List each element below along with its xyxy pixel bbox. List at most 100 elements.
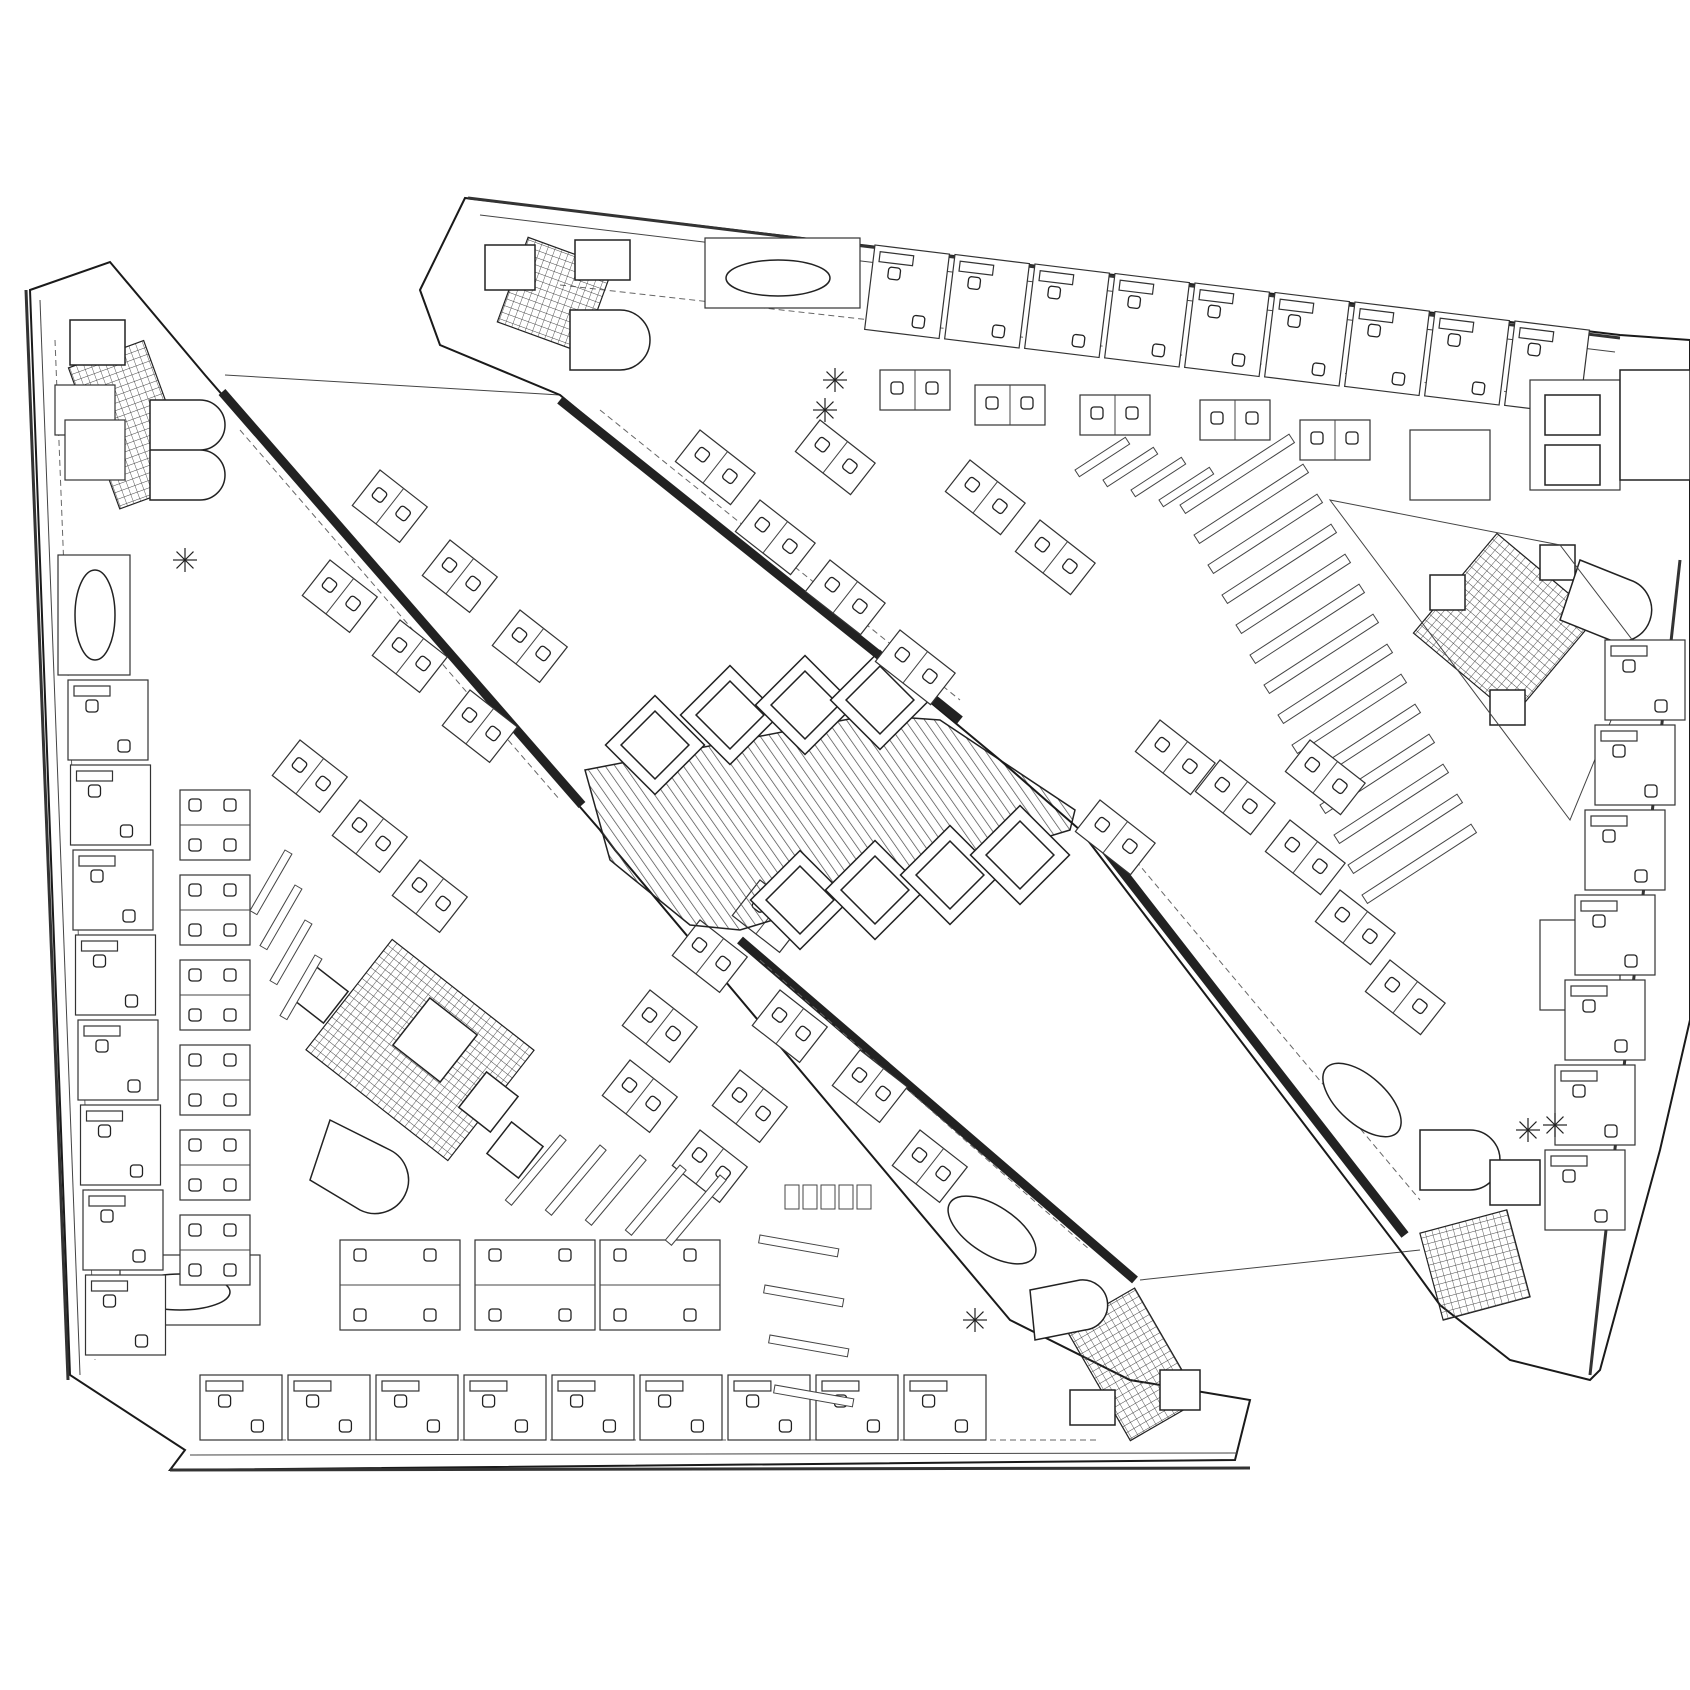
office-desk xyxy=(1278,298,1315,314)
cluster-divider xyxy=(902,651,928,684)
chair xyxy=(1345,431,1359,445)
cluster-divider xyxy=(1392,981,1418,1014)
workstation-cluster xyxy=(804,559,887,636)
workstation-cluster xyxy=(974,384,1046,426)
west-central-stair xyxy=(309,1118,410,1215)
workstation-cluster xyxy=(794,419,877,496)
plant-leaf xyxy=(834,379,844,389)
workstation-cluster xyxy=(441,689,519,764)
office xyxy=(1103,272,1191,368)
chair xyxy=(223,883,237,897)
shelf-unit xyxy=(624,1164,687,1236)
workstation-cluster xyxy=(1299,419,1371,461)
chair xyxy=(1334,906,1351,923)
ne-elevator-block xyxy=(1529,369,1690,491)
west-facade-inner xyxy=(39,299,81,1376)
chair xyxy=(1020,396,1034,410)
office-desk xyxy=(1518,327,1555,343)
chair xyxy=(1125,406,1139,420)
chair xyxy=(423,1308,437,1322)
chair xyxy=(922,668,938,685)
cluster-divider xyxy=(295,758,325,795)
workstation-cluster xyxy=(391,859,469,934)
chair xyxy=(1612,744,1626,758)
office-desk xyxy=(83,1025,121,1037)
workstation-cluster xyxy=(1284,739,1367,816)
cluster-divider xyxy=(822,441,848,474)
workstation-cluster xyxy=(421,539,499,614)
chair xyxy=(1391,371,1406,386)
skylight xyxy=(754,654,856,756)
northeast-wing xyxy=(418,196,1690,1382)
workstation-cluster xyxy=(331,799,409,874)
chair xyxy=(1047,285,1062,300)
shelf-unit xyxy=(758,1234,840,1258)
office xyxy=(727,1374,811,1441)
chair xyxy=(223,1008,237,1022)
chair xyxy=(925,381,939,395)
chair xyxy=(485,725,502,742)
chair xyxy=(223,923,237,937)
chair xyxy=(1384,976,1401,993)
chair xyxy=(415,655,432,672)
office-room xyxy=(1263,291,1351,387)
cluster-divider xyxy=(375,488,405,525)
chair xyxy=(1312,858,1328,875)
office xyxy=(1023,263,1111,359)
office-desk xyxy=(1590,815,1628,827)
cluster-divider xyxy=(1042,541,1068,574)
chair xyxy=(223,968,237,982)
chair xyxy=(1284,836,1301,853)
chair xyxy=(992,498,1008,515)
nw-service-room-2 xyxy=(64,419,126,481)
cluster-divider xyxy=(1222,781,1248,814)
office-desk xyxy=(75,770,114,782)
cluster-divider xyxy=(465,708,495,745)
office-desk xyxy=(1600,730,1638,742)
atrium-dash-line-1 xyxy=(239,429,561,801)
office-desk xyxy=(878,251,915,267)
workstation-cluster xyxy=(351,469,429,544)
chair xyxy=(223,1053,237,1067)
chair xyxy=(223,1223,237,1237)
office-desk xyxy=(88,1195,126,1207)
chair xyxy=(1582,999,1596,1013)
office xyxy=(943,253,1031,349)
skylight-glass xyxy=(694,679,766,751)
office xyxy=(1183,282,1271,378)
workstation-cluster xyxy=(944,459,1027,536)
chair xyxy=(1614,1039,1628,1053)
plant-leaf xyxy=(1527,1121,1537,1131)
cluster-divider xyxy=(395,638,425,675)
chair xyxy=(87,784,102,798)
chair xyxy=(1182,758,1198,775)
chair xyxy=(1242,798,1258,815)
office xyxy=(1544,1149,1626,1231)
chair xyxy=(1572,1084,1586,1098)
skylight xyxy=(824,839,926,941)
shelf-unit xyxy=(768,1334,850,1358)
plant-leaf xyxy=(974,1319,984,1329)
chair xyxy=(722,468,738,485)
office-desk xyxy=(1610,645,1648,657)
plant-leaf xyxy=(824,409,834,419)
east-atrium-glazing xyxy=(1086,827,1409,1238)
skylight-glass xyxy=(984,819,1056,891)
cluster-divider xyxy=(415,878,445,915)
cluster-divider xyxy=(855,1068,885,1105)
office-desk xyxy=(80,940,119,952)
workstation-cluster xyxy=(1194,759,1277,836)
workstation-cluster xyxy=(1199,399,1271,441)
plant-leaf xyxy=(1546,1116,1556,1126)
plant-icon xyxy=(1516,1118,1540,1142)
chair xyxy=(134,1334,149,1348)
chair xyxy=(1062,558,1078,575)
office-desk xyxy=(205,1380,244,1392)
office-desk xyxy=(381,1380,420,1392)
chair xyxy=(122,909,136,923)
skylight-glass xyxy=(619,709,691,781)
chair xyxy=(715,955,732,972)
chair xyxy=(657,1394,672,1408)
chair xyxy=(426,1419,441,1433)
